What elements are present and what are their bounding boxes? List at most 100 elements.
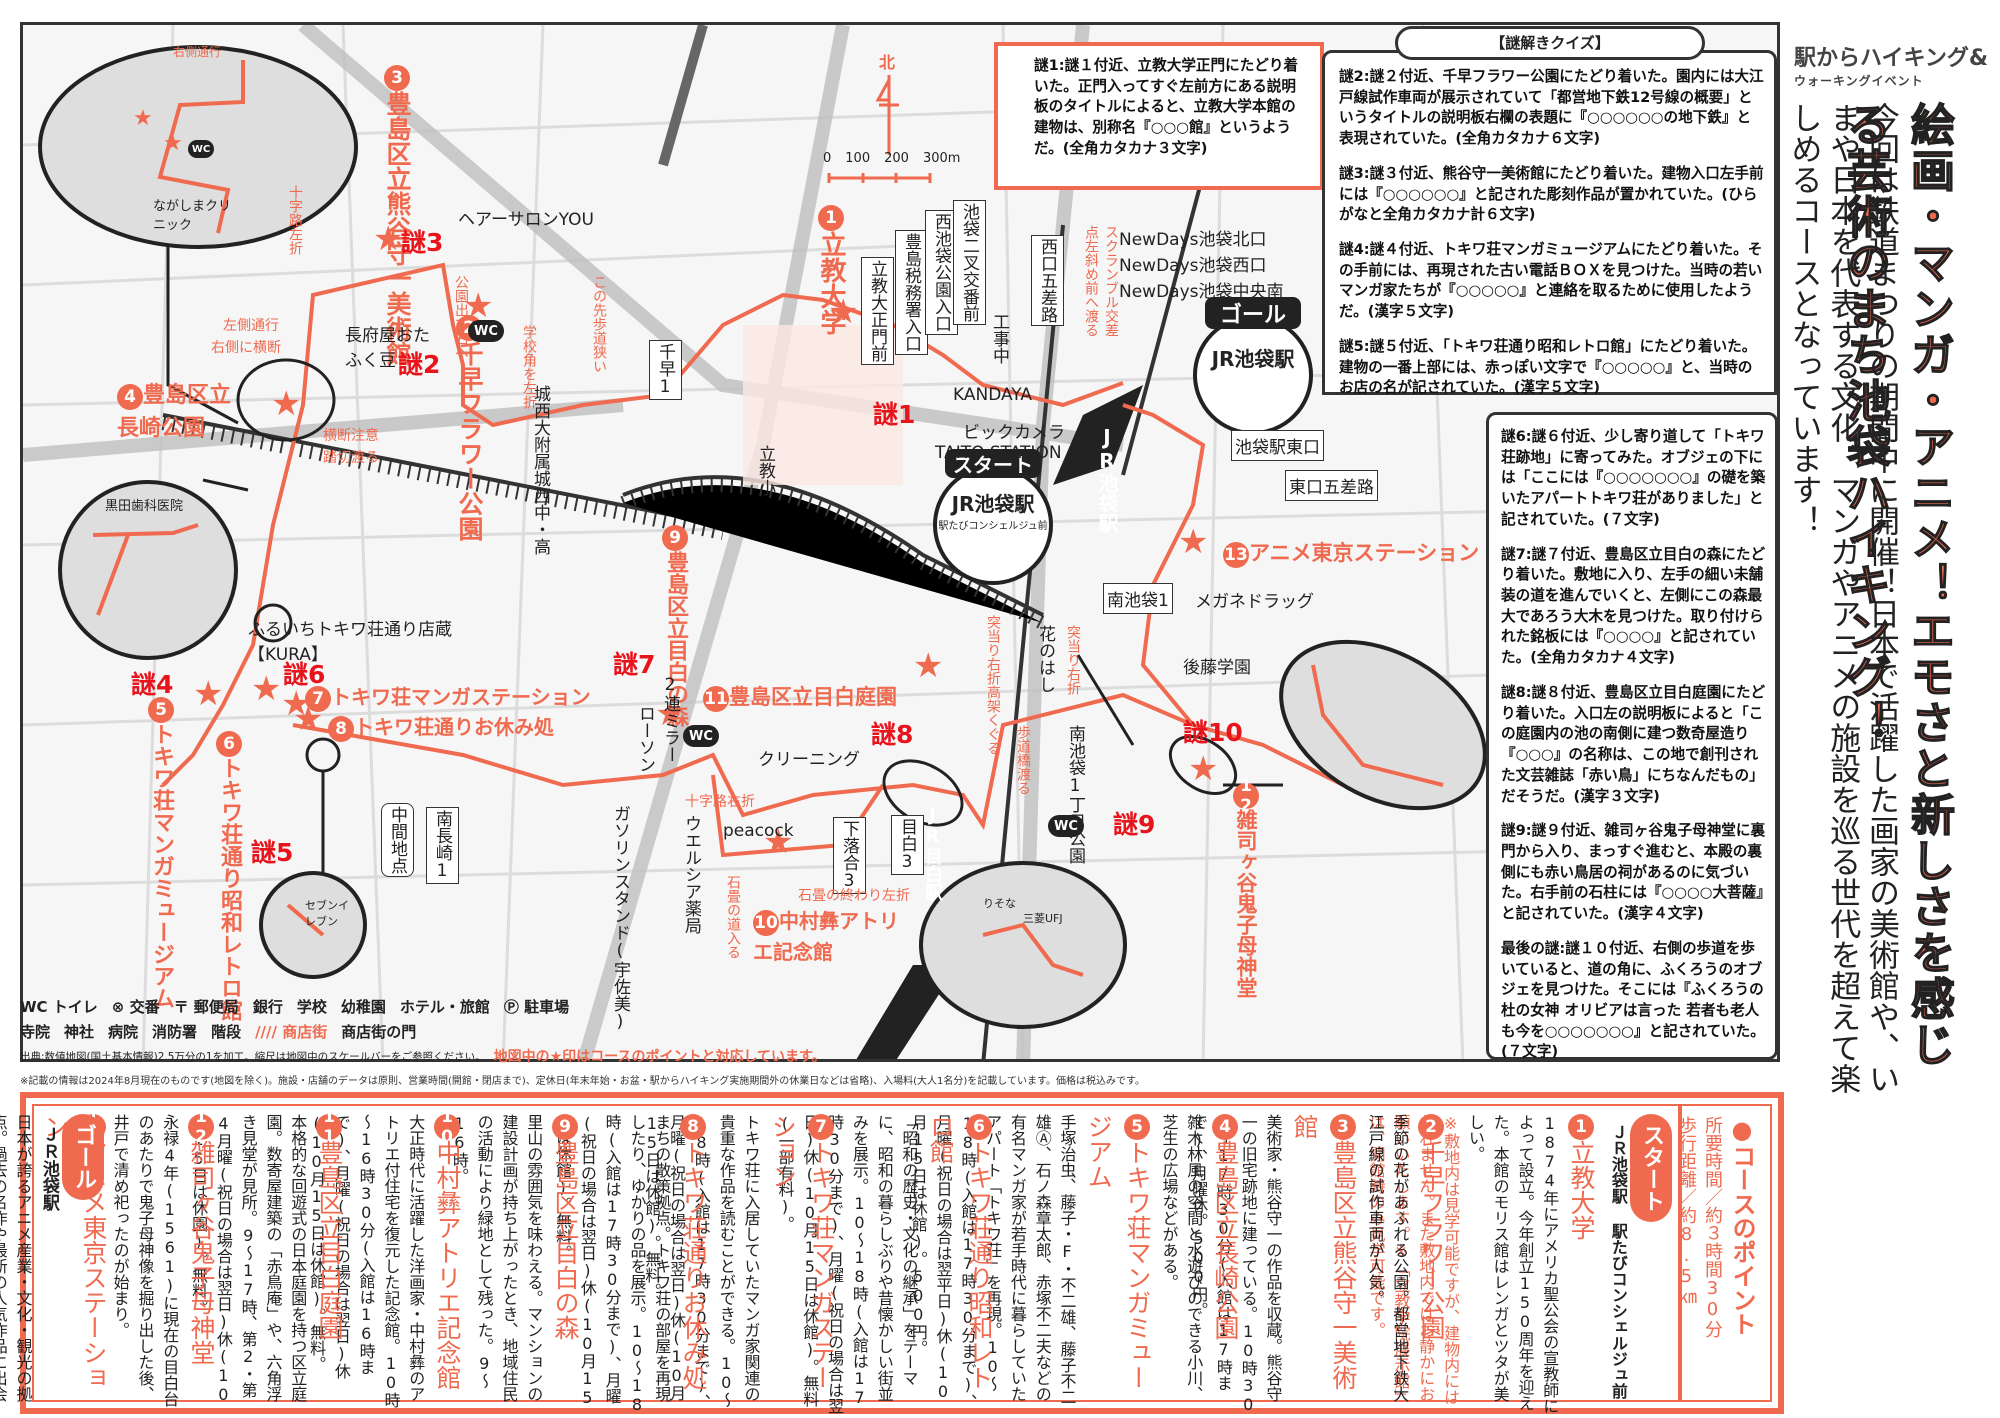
point-11-label[interactable]: 11豊島区立目白庭園 <box>703 681 897 712</box>
spot-number: 5 <box>1123 1114 1150 1140</box>
point-1-label[interactable]: 1立教大学 <box>813 205 850 335</box>
landmark-label: 後藤学園 <box>1183 658 1251 678</box>
route-note: 右側に横断 <box>211 340 281 356</box>
spot-name: トキワ荘通りお休み処 <box>679 1140 708 1390</box>
legend-police-box: ⊗ 交番 <box>111 998 160 1016</box>
scale-bar: 0 100 200 300m <box>823 151 960 166</box>
spot-desc: 1874年にアメリカ聖公会の宣教師によって設立。今年創立150周年を迎えた。本館… <box>1465 1114 1560 1414</box>
nazo-10-label[interactable]: 謎10 <box>1183 718 1243 747</box>
spot-desc: 美術家・熊谷守一の作品を収蔵。熊谷守一の旧宅跡地に建っている。10時30分～17… <box>1189 1114 1283 1414</box>
start-station: JR池袋駅 <box>951 492 1035 516</box>
quiz-title: 【謎解きクイズ】 <box>1395 26 1705 60</box>
scale-tick: 300m <box>922 151 961 166</box>
spot-name: 中村彝アトリエ記念館 <box>433 1140 462 1390</box>
nazo-8-label[interactable]: 謎8 <box>871 720 914 749</box>
signal-label: 豊島税務署入口 <box>895 230 928 355</box>
quiz-2-text: 謎2:謎２付近、千早フラワー公園にたどり着いた。園内には大江戸線試作車両が展示さ… <box>1339 68 1764 148</box>
start-marker[interactable]: スタート JR池袋駅 駅たびコンシェルジュ前 <box>933 449 1053 585</box>
legend-post-office: 〒 郵便局 <box>173 998 239 1016</box>
route-note: 突当り右折高架くぐる <box>985 615 1001 755</box>
quiz-box-side: 謎6:謎６付近、少し寄り道して「トキワ荘跡地」に寄ってみた。オブジェの下には「こ… <box>1486 412 1778 1060</box>
spot-number: 12 <box>187 1107 214 1147</box>
landmark-label: ローソン <box>635 705 655 773</box>
legend-temple: 寺院 <box>20 1023 51 1041</box>
svg-text:★: ★ <box>373 219 403 259</box>
nazo-4-label[interactable]: 謎4 <box>131 670 174 699</box>
point-12-label[interactable]: 12雑司ヶ谷鬼子母神堂 <box>1231 776 1261 1023</box>
spot-number: 3 <box>1329 1114 1356 1140</box>
spot-desc: 季節の花があふれる公園。都営地下鉄大江戸線の試作車両が人気。 <box>1365 1114 1410 1402</box>
point-name: 中村彝アトリエ記念館 <box>753 909 899 964</box>
legend-kindergarten: 幼稚園 <box>340 998 386 1016</box>
spot-name: 豊島区立熊谷守一美術館 <box>1290 1114 1358 1390</box>
spot-6: 6トキワ荘通り昭和レトロ館 「昭和の歴史・文化の継承」をテーマに、昭和の暮らしぶ… <box>776 1114 998 1414</box>
landmark-label: メガネドラッグ <box>1195 592 1314 612</box>
point-name: 豊島区立目白の森 <box>663 551 688 727</box>
point-number: 11 <box>703 686 729 712</box>
spot-number: 6 <box>965 1114 992 1140</box>
landmark-label: ウエルシア薬局 <box>681 815 701 934</box>
signal-label: 西池袋公園入口 <box>925 210 958 335</box>
headline: 絵画・マンガ・アニメ！エモさと新しさを感じる芸術のまち池袋ハイキング！ <box>1838 101 1955 1069</box>
goal-marker[interactable]: ゴール JR池袋駅 <box>1193 297 1313 435</box>
course-points-panel: ●コースのポイント 所要時間／約３時間30分 歩行距離／約8.5㎞ スタート Ｊ… <box>0 1092 1784 1414</box>
landmark-label: 城西大附属城西中・高 <box>530 385 550 555</box>
nazo-2-label[interactable]: 謎2 <box>398 350 441 379</box>
spot-name: 豊島区立目白庭園 <box>315 1140 344 1340</box>
point-13-label[interactable]: 13アニメ東京ステーション <box>1223 537 1479 568</box>
svg-text:★: ★ <box>251 669 281 709</box>
point-name: アニメ東京ステーション <box>1249 541 1480 565</box>
spot-name: トキワ荘通り昭和レトロ館 <box>926 1114 994 1390</box>
point-9-label[interactable]: 9豊島区立目白の森 <box>659 525 691 755</box>
signal-label: 南長崎1 <box>426 807 459 884</box>
signal-label: 下落合3 <box>833 817 866 894</box>
toilet-icon: WC <box>468 320 504 342</box>
point-name: 豊島区立熊谷守一美術館 <box>383 91 412 366</box>
goal-station: JR池袋駅 <box>1211 347 1295 371</box>
nazo-5-label[interactable]: 謎5 <box>251 838 294 867</box>
legend-bank: 銀行 <box>252 998 283 1016</box>
point-number: 12 <box>1233 776 1259 816</box>
nazo-9-label[interactable]: 謎9 <box>1113 810 1156 839</box>
nazo-6-label[interactable]: 謎6 <box>283 660 326 689</box>
legend-shopping-street: //// 商店街 <box>255 1023 328 1041</box>
landmark-label: セブンイレブン <box>305 899 349 928</box>
point-3-label[interactable]: 3豊島区立熊谷守一美術館 <box>379 65 415 366</box>
spot-note: ※敷地内は見学可能ですが、建物内には入れません。また敷地内ではお静かにお願いいた… <box>1366 1114 1461 1405</box>
spot-number: 2 <box>1417 1114 1444 1140</box>
svg-text:★: ★ <box>913 646 943 686</box>
route-note: 石畳の道入る <box>725 875 741 959</box>
start-place: ＪＲ池袋駅 駅たびコンシェルジュ前 <box>1608 1124 1628 1399</box>
legend-star-note: 地図中の★印はコースのポイントと対応しています。 <box>493 1049 826 1065</box>
point-name: トキワ荘マンガステーション <box>331 685 591 709</box>
nazo-1-label[interactable]: 謎1 <box>873 400 916 429</box>
nazo-7-label[interactable]: 謎7 <box>613 650 656 679</box>
route-note: 横断注意 <box>323 428 379 444</box>
point-name: 豊島区立長崎公園 <box>117 383 232 441</box>
spot-name: 豊島区立目白の森 <box>551 1140 580 1340</box>
landmark-label: 立教小 <box>755 445 775 496</box>
svg-text:★: ★ <box>655 694 685 734</box>
spot-number: 9 <box>551 1114 578 1140</box>
spot-name: トキワ荘マンガミュージアム <box>1084 1114 1152 1390</box>
quiz-10-text: 最後の謎:謎１０付近、右側の歩道を歩いていると、道の角に、ふくろうのオブジェを見… <box>1501 939 1765 1061</box>
legend-toilet: WC トイレ <box>20 998 98 1016</box>
point-5-label[interactable]: 5トキワ荘マンガミュージアム <box>145 697 177 1009</box>
landmark-label: 花のはし <box>1035 625 1055 693</box>
nazo-3-label[interactable]: 謎3 <box>401 228 444 257</box>
start-badge: スタート <box>945 449 1041 478</box>
point-10-label[interactable]: 10中村彝アトリエ記念館 <box>753 905 903 965</box>
jr-ikebukuro-station-label: JR池袋駅 <box>1095 425 1119 533</box>
toilet-icon: WC <box>188 140 214 158</box>
quiz-box-main: 謎2:謎２付近、千早フラワー公園にたどり着いた。園内には大江戸線試作車両が展示さ… <box>1322 50 1777 396</box>
spot-12: 12雑司ヶ谷鬼子母神堂 永禄4年(1561)に現在の目白台のあたりで鬼子母神像を… <box>111 1107 220 1414</box>
legend-stairs: 階段 <box>211 1023 242 1041</box>
quiz-box-1: 謎1:謎１付近、立教大学正門にたどり着いた。正門入ってすぐ左前方にある説明板のタ… <box>994 42 1324 190</box>
point-6-label[interactable]: 6トキワ荘通り昭和レトロ館 <box>213 731 245 1021</box>
info-notice: ※記載の情報は2024年8月現在のものです(地図を除く)。施設・店舗のデータは原… <box>20 1076 1145 1087</box>
route-note: 踏切渡る <box>323 450 379 466</box>
course-title: ●コースのポイント <box>1728 1116 1756 1336</box>
